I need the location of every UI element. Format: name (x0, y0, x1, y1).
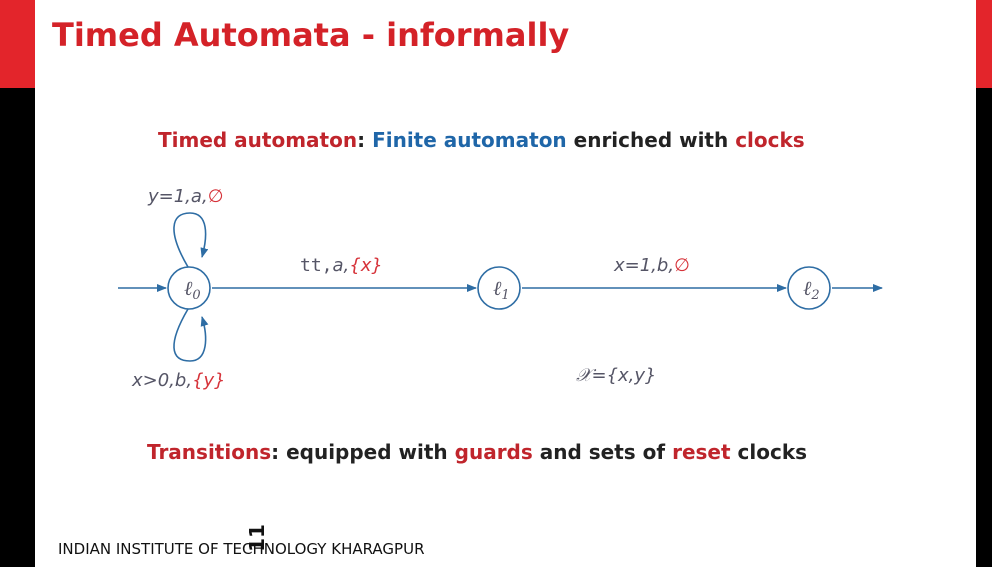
definition-clocks: clocks (735, 128, 805, 152)
definition-colon: : (357, 128, 366, 152)
timed-automaton-diagram: ℓ0 ℓ1 ℓ2 y=1,a,∅ x>0,b,{y} tt,a,{x} x=1,… (118, 186, 883, 391)
loop-bottom-edge (173, 308, 209, 362)
clock-set-label: 𝒳={x,y} (576, 365, 657, 386)
transitions-and-sets-of: and sets of (539, 440, 666, 464)
state-l0-circle (167, 266, 211, 310)
transitions-clocks: clocks (737, 440, 808, 464)
edge-l1-l2-label: x=1,b,∅ (613, 255, 690, 276)
right-accent-bar (976, 0, 992, 88)
loop-top-edge (173, 212, 209, 268)
loop-top-label: y=1,a,∅ (147, 186, 223, 207)
slide-title: Timed Automata - informally (52, 16, 570, 54)
definition-term: Timed automaton (158, 128, 358, 152)
transitions-colon: : (271, 440, 280, 464)
state-l0-label: ℓ0 (184, 276, 201, 303)
transitions-equipped-with: equipped with (286, 440, 448, 464)
footer-institute: INDIAN INSTITUTE OF TECHNOLOGY KHARAGPUR (58, 540, 425, 558)
transitions-guards: guards (454, 440, 533, 464)
state-l2-label: ℓ2 (803, 276, 820, 303)
transitions-term: Transitions (147, 440, 272, 464)
page-number: 11 (245, 524, 269, 552)
definition-finite-automaton: Finite automaton (372, 128, 567, 152)
edge-l0-l1-label: tt,a,{x} (300, 255, 383, 276)
left-accent-bar (0, 0, 35, 88)
state-l2-circle (787, 266, 831, 310)
transitions-reset: reset (672, 440, 731, 464)
definition-line: Timed automaton: Finite automaton enrich… (158, 128, 805, 152)
state-l0: ℓ0 (167, 266, 211, 310)
state-l1: ℓ1 (477, 266, 521, 310)
state-l2: ℓ2 (787, 266, 831, 310)
transitions-line: Transitions: equipped with guards and se… (147, 440, 807, 464)
loop-bottom-label: x>0,b,{y} (131, 370, 226, 391)
definition-enriched-with: enriched with (573, 128, 729, 152)
state-l1-circle (477, 266, 521, 310)
state-l1-label: ℓ1 (493, 276, 510, 303)
